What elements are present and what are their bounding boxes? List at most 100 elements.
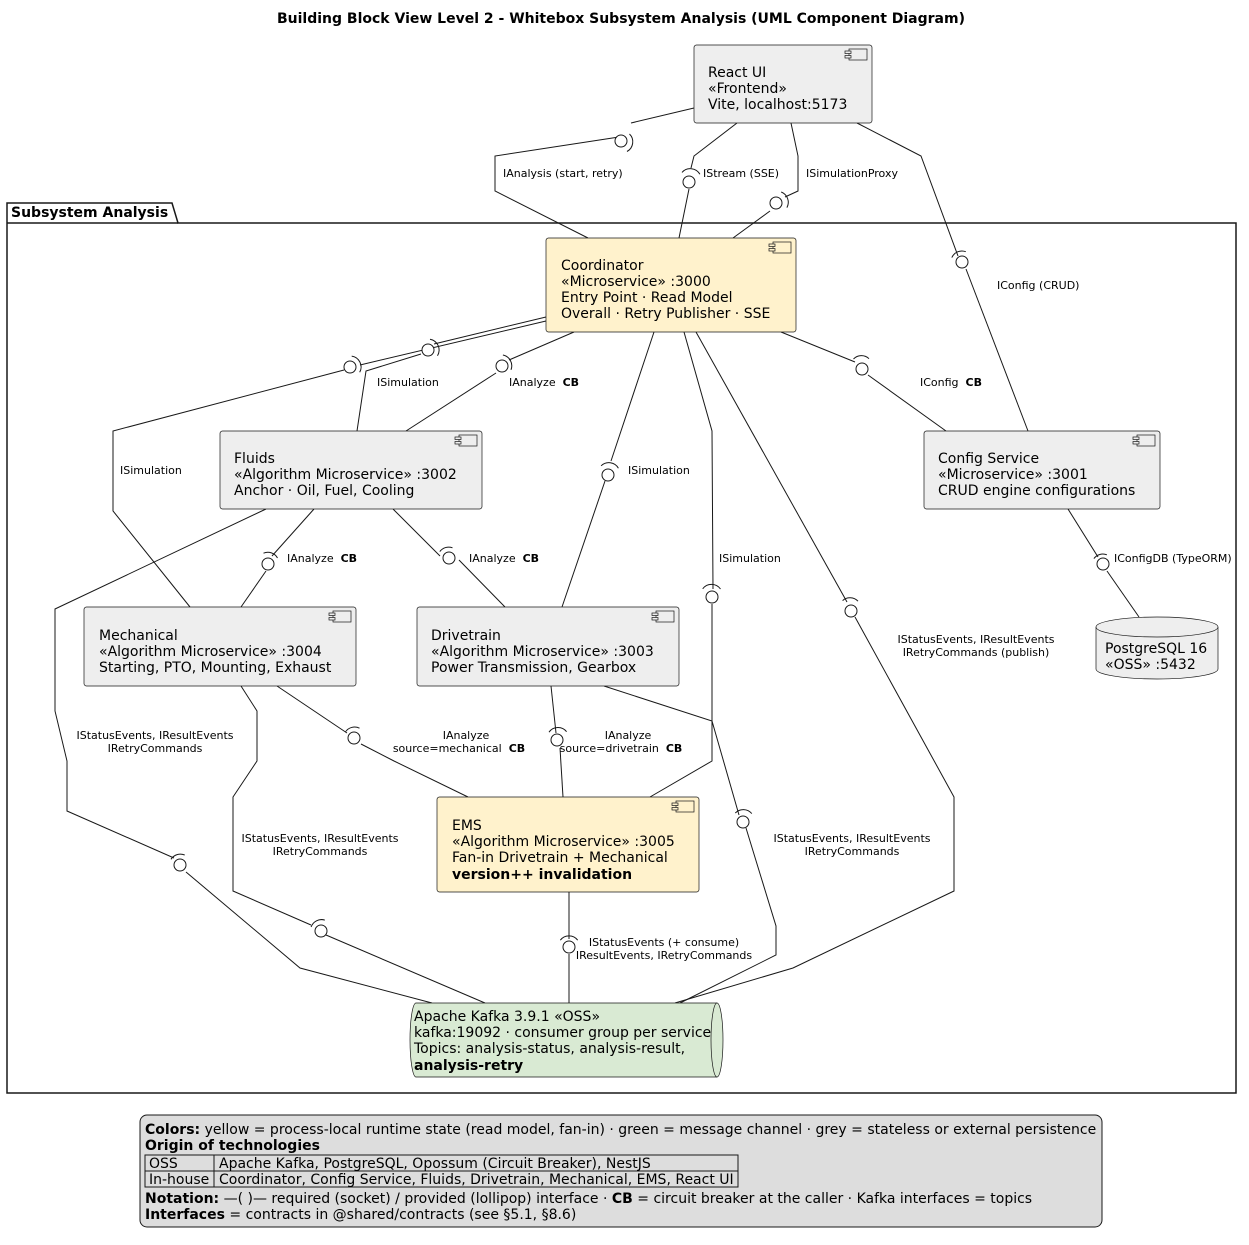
wire-ianalyze-mech-required [240, 570, 267, 608]
wire-ianalyze-src-mech-provided [276, 685, 348, 734]
wire-ianalysis-provided [630, 107, 695, 124]
status-mech-lollipop [314, 924, 328, 938]
coordinator-box [545, 237, 797, 333]
status-coord-lollipop [844, 604, 858, 618]
react-ui-component: React UI«Frontend»Vite, localhost:5173 [693, 44, 873, 124]
ianalyze-mech-lollipop [261, 557, 275, 571]
legend-table-cell: Coordinator, Config Service, Fluids, Dri… [219, 1172, 734, 1188]
kafka-queue-end [710, 1002, 718, 1078]
isim-drive-lollipop [601, 468, 615, 482]
status-drive-lollipop [736, 815, 750, 829]
legend-table-cell: Apache Kafka, PostgreSQL, Opossum (Circu… [219, 1156, 651, 1172]
ianalyze-src-drive-lollipop [550, 733, 564, 747]
drivetrain-label: Drivetrain«Algorithm Microservice» :3003… [431, 628, 654, 676]
status-mech-socket [310, 919, 325, 928]
component-icon [768, 241, 792, 254]
drivetrain-component: Drivetrain«Algorithm Microservice» :3003… [416, 606, 680, 687]
wire-iconfigdb-provided [1067, 508, 1099, 558]
label-isim-drive: ISimulation [628, 464, 690, 477]
ianalyze-src-mech-lollipop [347, 731, 361, 745]
postgresql-cylinder-body [1095, 627, 1219, 680]
ianalysis-socket [626, 133, 634, 152]
legend-notation: Notation: —( )— required (socket) / prov… [145, 1191, 1032, 1207]
ianalyze-fluids-socket [502, 354, 513, 370]
legend: Colors: yellow = process-local runtime s… [139, 1114, 1103, 1228]
iconfig-crud-lollipop [955, 255, 969, 269]
fluids-box [219, 430, 483, 510]
postgresql-cylinder-top [1095, 616, 1219, 638]
ianalyze-src-mech-socket [344, 726, 360, 733]
mechanical-label: Mechanical«Algorithm Microservice» :3004… [99, 628, 332, 676]
wire-istream-required [678, 188, 690, 239]
wire-status-drive-provided [603, 685, 740, 816]
status-drive-socket [734, 809, 753, 814]
iconfig-socket [853, 355, 870, 360]
component-icon [328, 610, 352, 623]
wire-ianalyze-drive-required [458, 559, 506, 608]
wire-isim-mech-required [112, 369, 345, 608]
wire-ianalyze-mech-provided [271, 508, 315, 557]
wire-iconfigdb-required [1106, 570, 1140, 618]
package-label: Subsystem Analysis [11, 205, 168, 221]
label-isim-fluids: ISimulation [377, 376, 439, 389]
ianalysis-lollipop [614, 134, 628, 148]
legend-table-cell: OSS [149, 1156, 178, 1172]
status-ems-lollipop [562, 940, 576, 954]
interface-labels: IAnalysis (start, retry) IStream (SSE) I… [76, 167, 1231, 962]
wire-status-fluids-provided [54, 508, 267, 859]
label-istream: IStream (SSE) [703, 167, 779, 180]
wire-ianalyze-fluids-required [405, 372, 497, 432]
iconfig-lollipop [855, 362, 869, 376]
wire-iconfig-crud-required [965, 268, 1029, 432]
wire-isim-mech-provided [359, 320, 547, 366]
ianalyze-drive-socket [439, 546, 453, 552]
ianalyze-mech-socket [263, 551, 278, 559]
kafka-label: Apache Kafka 3.9.1 «OSS»kafka:19092 · co… [413, 1009, 711, 1074]
wire-ianalyze-src-drive-provided [550, 685, 557, 734]
config-service-box [923, 430, 1161, 510]
wire-isimproxy-provided [784, 122, 799, 198]
istream-lollipop [682, 175, 696, 189]
label-isimproxy: ISimulationProxy [806, 167, 898, 180]
connections [54, 107, 1140, 1004]
isim-fluids-lollipop [421, 343, 435, 357]
wire-ianalyze-src-drive-required [559, 747, 564, 798]
legend-origin-title: Origin of technologies [145, 1138, 320, 1154]
interface-symbols [170, 133, 1110, 954]
wire-isim-ems-provided [683, 331, 714, 590]
postgresql-label: PostgreSQL 16«OSS» :5432 [1105, 641, 1207, 673]
wire-isim-drive-required [561, 480, 606, 608]
wire-status-coord-provided [695, 331, 848, 603]
wire-iconfig-provided [780, 331, 856, 363]
subsystem-analysis-package: Subsystem Analysis [6, 202, 1237, 1094]
ems-box [436, 796, 700, 893]
diagram-title: Building Block View Level 2 - Whitebox S… [277, 11, 965, 27]
label-isim-ems: ISimulation [719, 552, 781, 565]
postgresql-database: PostgreSQL 16«OSS» :5432 [1095, 616, 1219, 680]
label-ianalysis: IAnalysis (start, retry) [503, 167, 623, 180]
mechanical-component: Mechanical«Algorithm Microservice» :3004… [83, 606, 357, 687]
status-fluids-lollipop [173, 858, 187, 872]
ianalyze-drive-lollipop [442, 551, 456, 565]
wire-istream-provided [690, 122, 738, 169]
label-isim-mech: ISimulation [120, 464, 182, 477]
label-iconfig-crud: IConfig (CRUD) [997, 279, 1079, 292]
wire-status-mech-required [325, 934, 486, 1004]
wire-ianalysis-required [494, 136, 620, 239]
status-ems-socket [559, 935, 579, 941]
package-frame [6, 202, 1237, 1094]
iconfigdb-lollipop [1096, 557, 1110, 571]
isim-ems-lollipop [705, 590, 719, 604]
wire-status-drive-required [679, 827, 777, 1004]
